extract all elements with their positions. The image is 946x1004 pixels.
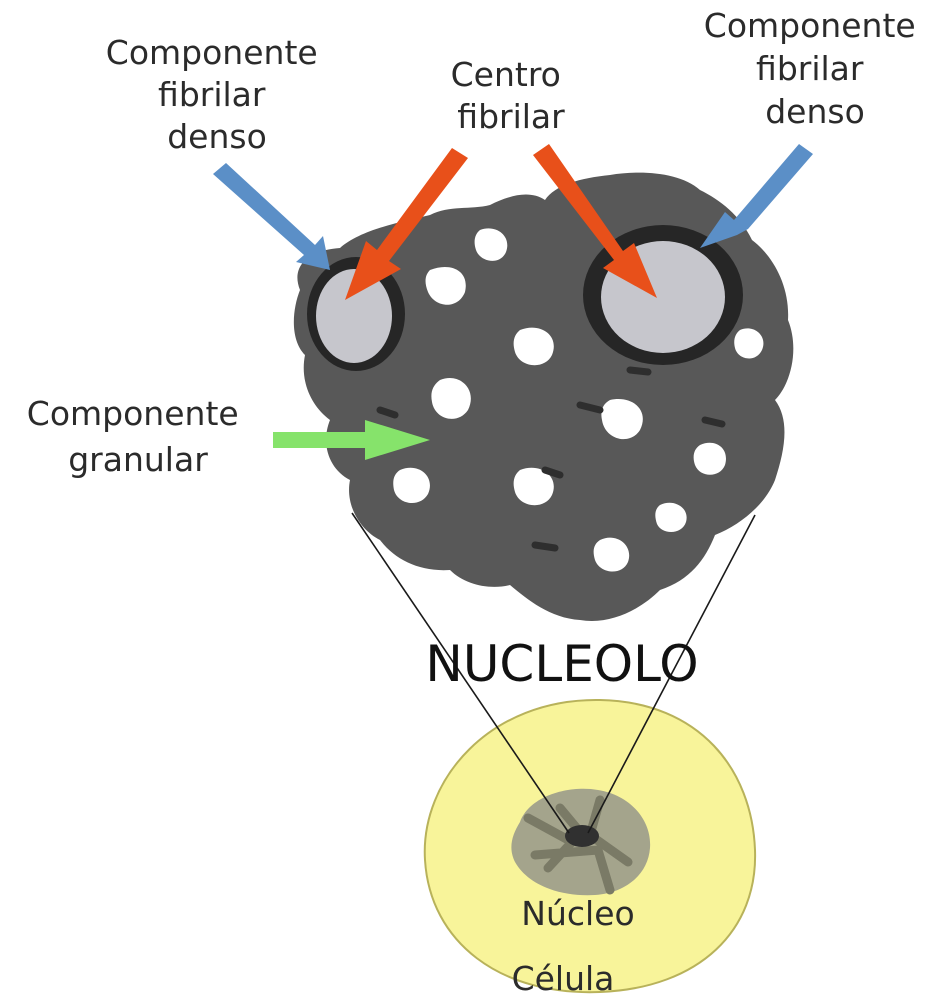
label-right-dense-fibrillar-line2: fibrilar [756,49,864,88]
label-cell: Célula [512,959,615,998]
nucleus-nucleolus-dot [565,825,599,847]
label-left-dense-fibrillar-line3: denso [167,117,267,156]
label-fibrillar-center-line2: fibrilar [457,97,565,136]
arrow-right-dense-fibrillar [700,144,813,248]
label-fibrillar-center-line1: Centro [451,55,561,94]
label-left-dense-fibrillar-line2: fibrilar [158,75,266,114]
label-granular-component: Componente granular [27,394,249,479]
label-left-dense-fibrillar: Componente fibrilar denso [106,33,328,156]
cell-illustration [425,700,755,992]
label-left-dense-fibrillar-line1: Componente [106,33,318,72]
label-nucleus: Núcleo [521,894,634,933]
label-right-dense-fibrillar-line3: denso [765,92,865,131]
label-fibrillar-center: Centro fibrilar [451,55,572,136]
arrow-left-dense-fibrillar [213,163,330,270]
label-granular-line1: Componente [27,394,239,433]
label-right-dense-fibrillar: Componente fibrilar denso [704,6,926,131]
label-nucleolus: NUCLEOLO [425,635,698,693]
label-granular-line2: granular [68,440,208,479]
label-right-dense-fibrillar-line1: Componente [704,6,916,45]
